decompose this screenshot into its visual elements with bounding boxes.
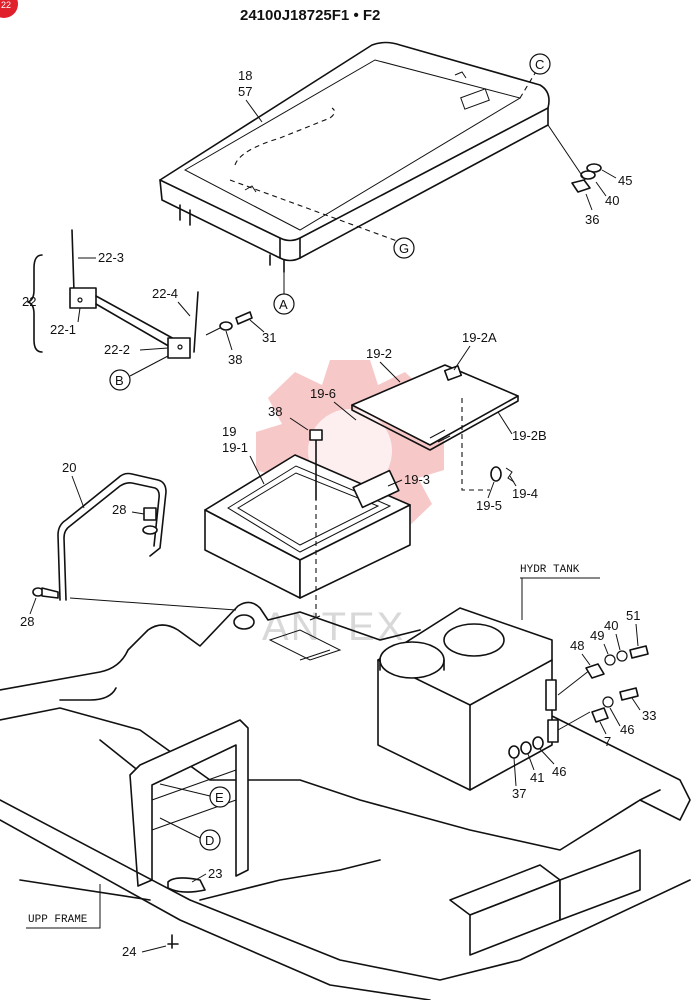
label-part-38-hinge: 38: [228, 352, 242, 367]
callout-c: [529, 53, 551, 75]
battery-box-19: [204, 429, 411, 620]
upp-frame-label: UPP FRAME: [28, 914, 88, 926]
hardware-45-40-36: [547, 124, 617, 211]
callout-b-label: B: [115, 373, 124, 388]
callout-e: [209, 786, 231, 808]
label-part-19-2B: 19-2B: [512, 428, 547, 443]
label-part-22: 22: [22, 294, 36, 309]
page-badge-label: 22: [1, 0, 11, 10]
label-part-19-2: 19-2: [366, 346, 392, 361]
label-part-22-4: 22-4: [152, 286, 178, 301]
watermark-text: ANTEX: [262, 605, 405, 649]
label-part-24: 24: [122, 944, 136, 959]
callout-d-label: D: [205, 833, 214, 848]
hydr-tank-label: HYDR TANK: [520, 564, 580, 576]
label-part-31: 31: [262, 330, 276, 345]
label-part-7: 7: [604, 734, 611, 749]
support-rod-20: [32, 472, 237, 611]
label-part-40-top: 40: [605, 193, 619, 208]
label-part-28-bolt: 28: [20, 614, 34, 629]
label-part-19-3: 19-3: [404, 472, 430, 487]
label-part-19-6: 19-6: [310, 386, 336, 401]
label-part-23: 23: [208, 866, 222, 881]
diagram-title: 24100J18725F1 • F2: [240, 7, 380, 24]
label-part-37: 37: [512, 786, 526, 801]
label-part-28-rod: 28: [112, 502, 126, 517]
label-part-41: 41: [530, 770, 544, 785]
label-part-22-2: 22-2: [104, 342, 130, 357]
label-part-49: 49: [590, 628, 604, 643]
label-part-22-3: 22-3: [98, 250, 124, 265]
label-part-19-2A: 19-2A: [462, 330, 497, 345]
label-part-36: 36: [585, 212, 599, 227]
label-part-19-1: 19-1: [222, 440, 248, 455]
label-part-57: 57: [238, 84, 252, 99]
callout-g-label: G: [399, 241, 409, 256]
callout-a-label: A: [279, 297, 288, 312]
label-part-18: 18: [238, 68, 252, 83]
upper-frame: [0, 601, 691, 1000]
label-part-19: 19: [222, 424, 236, 439]
label-part-45: 45: [618, 173, 632, 188]
hydraulic-tank: [377, 607, 591, 791]
label-part-38-box: 38: [268, 404, 282, 419]
callout-d: [199, 829, 221, 851]
callout-e-label: E: [215, 790, 224, 805]
label-part-46-lower: 46: [552, 764, 566, 779]
lid-19-2: [351, 364, 519, 491]
label-part-19-4: 19-4: [512, 486, 538, 501]
label-part-20: 20: [62, 460, 76, 475]
callout-a: [273, 293, 295, 315]
callout-b: [109, 369, 131, 391]
label-part-51: 51: [626, 608, 640, 623]
label-part-19-5: 19-5: [476, 498, 502, 513]
page-badge: 22: [0, 0, 18, 18]
hinge-assembly-22: [27, 229, 253, 359]
label-part-33: 33: [642, 708, 656, 723]
label-part-22-1: 22-1: [50, 322, 76, 337]
tank-hardware: [508, 645, 649, 759]
callout-c-label: C: [535, 57, 544, 72]
label-part-46-right: 46: [620, 722, 634, 737]
label-part-48: 48: [570, 638, 584, 653]
label-part-40-tank: 40: [604, 618, 618, 633]
cover-assembly: [159, 41, 550, 273]
callout-g: [393, 237, 415, 259]
